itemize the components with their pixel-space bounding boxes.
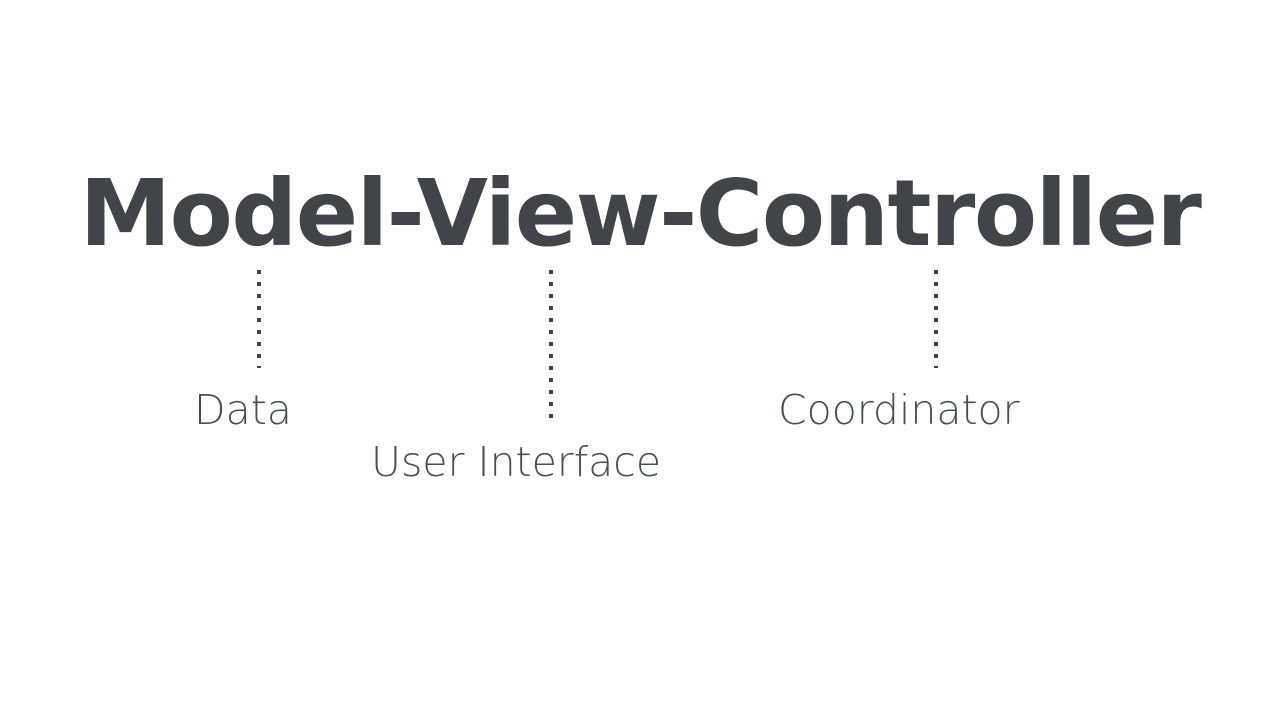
label-controller-coordinator: Coordinator	[778, 386, 1020, 434]
connector-line-model	[257, 270, 261, 368]
slide-title: Model-View-Controller	[79, 160, 1202, 267]
label-view-user-interface: User Interface	[371, 438, 662, 486]
connector-line-controller	[934, 270, 938, 368]
connector-line-view	[549, 270, 553, 420]
label-model-data: Data	[194, 386, 292, 434]
